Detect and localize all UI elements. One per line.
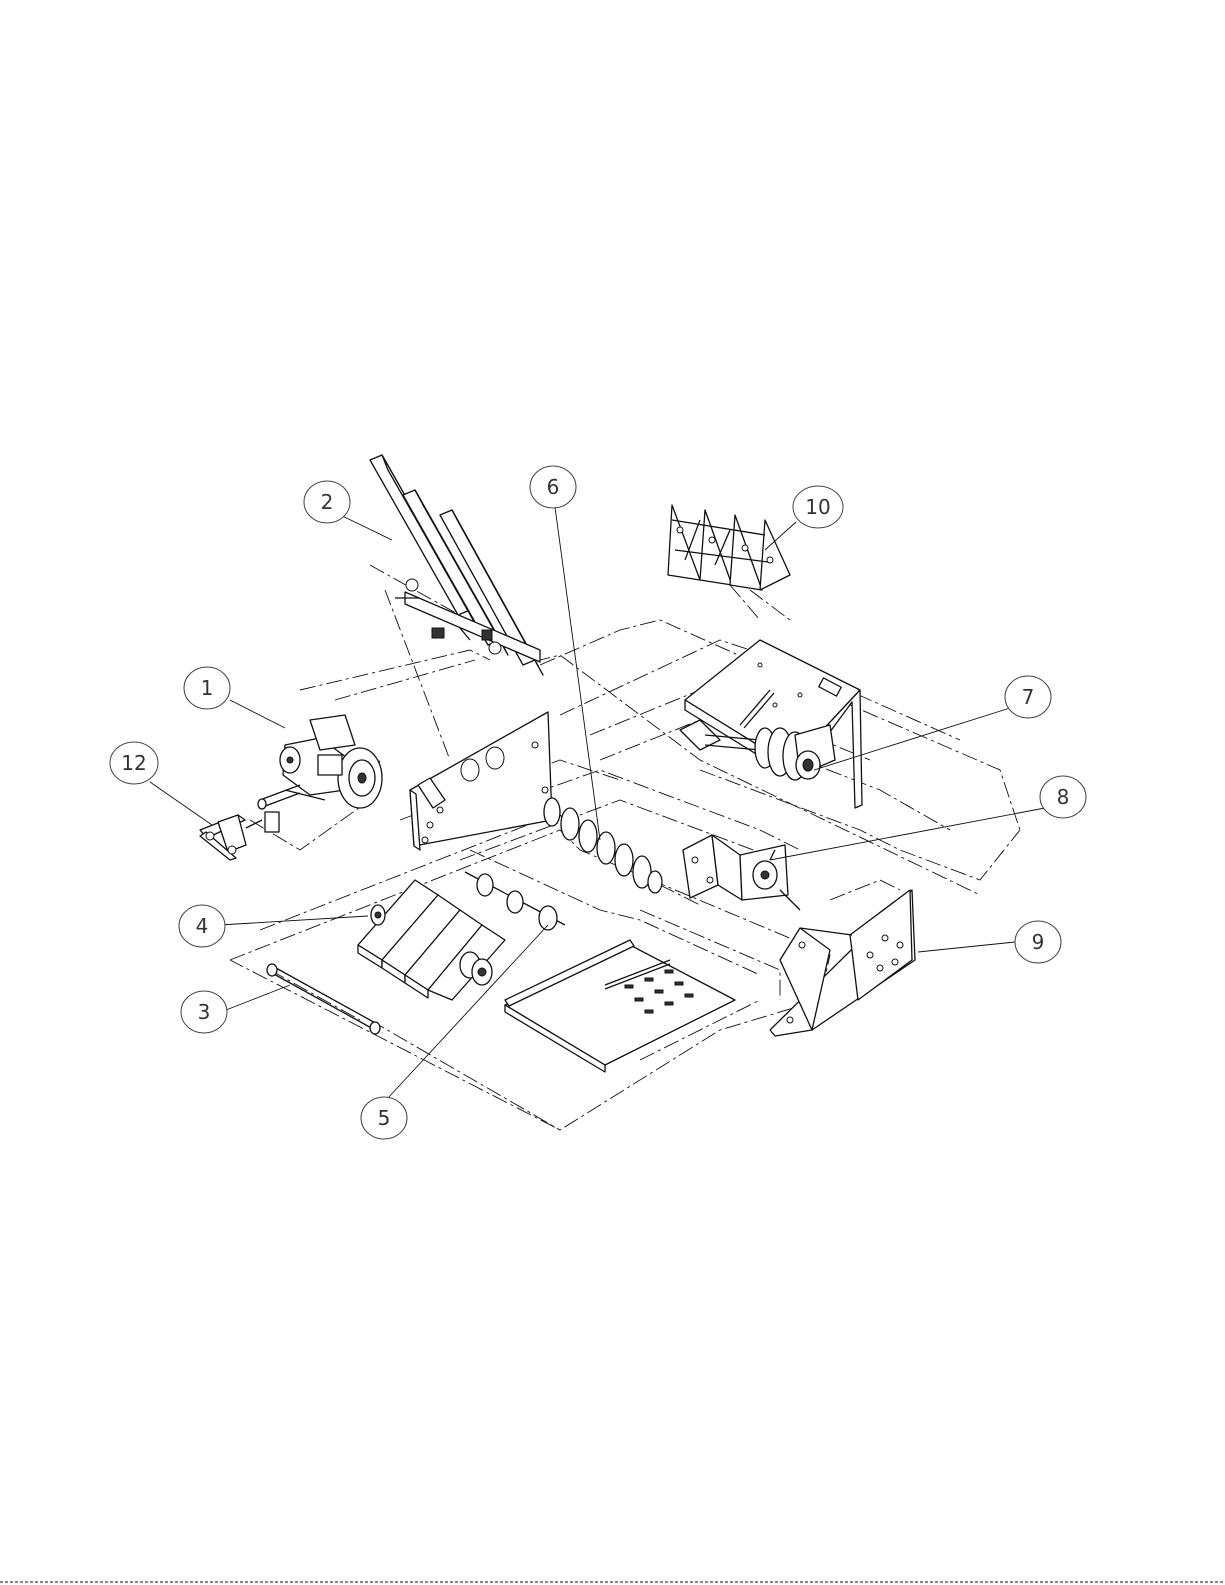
callout-12-label: 12 <box>121 751 146 775</box>
part-4-belt-module <box>358 880 505 1000</box>
callout-7-label: 7 <box>1022 685 1035 709</box>
callout-4: 4 <box>179 905 225 947</box>
left-side-plate <box>410 712 552 850</box>
part-8-bracket <box>683 835 800 910</box>
callout-5: 5 <box>361 1097 407 1139</box>
part-9-side-frame <box>770 890 915 1036</box>
callout-1-label: 1 <box>201 676 214 700</box>
callout-3: 3 <box>181 991 227 1033</box>
callout-10: 10 <box>793 486 843 528</box>
callout-6: 6 <box>530 466 576 508</box>
callout-2-label: 2 <box>321 490 334 514</box>
center-base-plate <box>505 940 735 1072</box>
callout-4-label: 4 <box>196 914 209 938</box>
callout-12: 12 <box>110 742 158 784</box>
callout-5-label: 5 <box>378 1106 391 1130</box>
part-10-triangular-rack <box>668 505 790 590</box>
part-2-guide-plates <box>370 455 543 675</box>
part-3-rod <box>267 964 380 1034</box>
callout-1: 1 <box>184 667 230 709</box>
callout-3-label: 3 <box>198 1000 211 1024</box>
callout-9-label: 9 <box>1032 930 1045 954</box>
callout-9: 9 <box>1015 921 1061 963</box>
top-right-tray-assembly <box>685 640 862 808</box>
callout-8: 8 <box>1040 776 1086 818</box>
callout-6-label: 6 <box>547 475 560 499</box>
roller-shaft <box>465 872 565 930</box>
part-1-motor-gearbox <box>258 715 382 832</box>
callout-8-label: 8 <box>1057 785 1070 809</box>
part-6-disc-roller <box>544 798 662 893</box>
callout-7: 7 <box>1005 676 1051 718</box>
callout-10-label: 10 <box>805 495 830 519</box>
callout-2: 2 <box>304 481 350 523</box>
